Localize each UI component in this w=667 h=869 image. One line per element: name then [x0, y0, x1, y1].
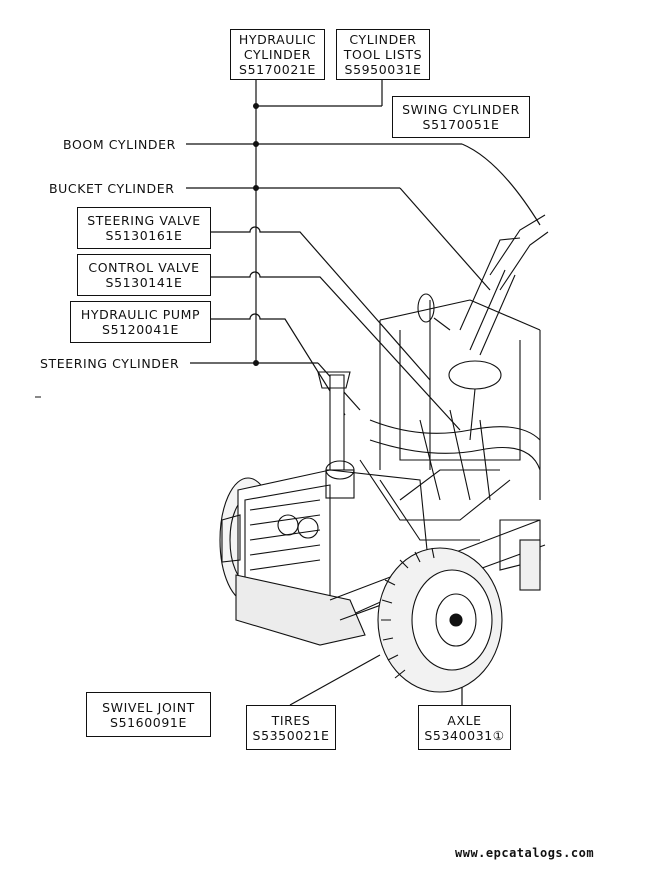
hydraulic-cylinder-code: S5170021E [239, 62, 316, 77]
hydraulic-cylinder-box: HYDRAULIC CYLINDER S5170021E [230, 29, 325, 80]
hydraulic-pump-title: HYDRAULIC PUMP [80, 307, 201, 322]
swivel-joint-box: SWIVEL JOINT S5160091E [86, 692, 211, 737]
boom-cylinder-label: BOOM CYLINDER [63, 137, 176, 152]
cylinder-tool-lists-title-2: TOOL LISTS [343, 47, 423, 62]
swing-cylinder-code: S5170051E [422, 117, 500, 132]
bucket-cylinder-label: BUCKET CYLINDER [49, 181, 175, 196]
machine-body [219, 214, 549, 693]
axle-code: S5340031① [424, 727, 505, 743]
control-valve-box: CONTROL VALVE S5130141E [77, 254, 211, 296]
tires-title: TIRES [271, 712, 311, 728]
cylinder-tool-lists-title-1: CYLINDER [349, 32, 417, 47]
steering-valve-code: S5130161E [105, 228, 183, 243]
hydraulic-pump-code: S5120041E [102, 322, 179, 337]
swing-cylinder-box: SWING CYLINDER S5170051E [392, 96, 530, 138]
hydraulic-pump-box: HYDRAULIC PUMP S5120041E [70, 301, 211, 343]
axle-box: AXLE S5340031① [418, 705, 511, 750]
cylinder-tool-lists-box: CYLINDER TOOL LISTS S5950031E [336, 29, 430, 80]
cylinder-tool-lists-code: S5950031E [344, 62, 422, 77]
leader-lines [186, 80, 541, 706]
axle-title: AXLE [447, 712, 482, 728]
tires-code: S5350021E [252, 727, 330, 743]
hydraulic-cylinder-title-1: HYDRAULIC [238, 32, 317, 47]
tires-box: TIRES S5350021E [246, 705, 336, 750]
footer-url: www.epcatalogs.com [455, 846, 595, 860]
swivel-joint-title: SWIVEL JOINT [102, 699, 195, 715]
junction-dots [253, 103, 259, 366]
control-valve-code: S5130141E [105, 275, 183, 290]
steering-cylinder-label: STEERING CYLINDER [40, 356, 180, 371]
swivel-joint-code: S5160091E [110, 714, 187, 730]
control-valve-title: CONTROL VALVE [88, 260, 200, 275]
steering-valve-box: STEERING VALVE S5130161E [77, 207, 211, 249]
hydraulic-cylinder-title-2: CYLINDER [243, 47, 312, 62]
steering-valve-title: STEERING VALVE [87, 213, 201, 228]
swing-cylinder-title: SWING CYLINDER [402, 102, 520, 117]
